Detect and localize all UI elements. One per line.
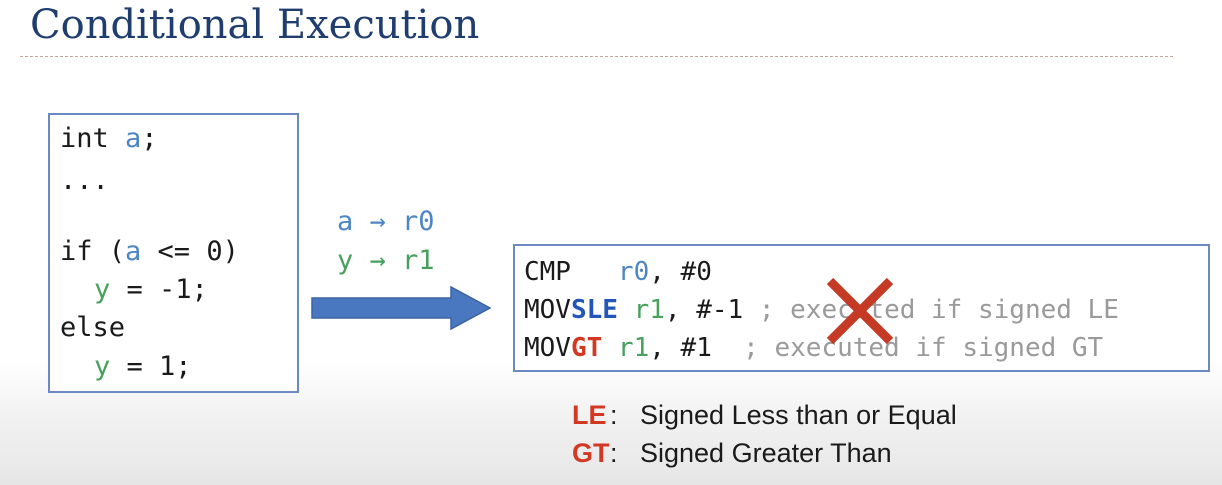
mapping-y-r1: y → r1 xyxy=(337,245,435,276)
code-line-else: else xyxy=(60,312,126,343)
code-token: = -1; xyxy=(110,274,208,305)
legend-le: LE: Signed Less than or Equal xyxy=(572,400,957,431)
code-token: int xyxy=(60,123,126,154)
code-token: <= 0) xyxy=(141,236,239,267)
code-line-assign-neg: y = -1; xyxy=(94,274,208,305)
asm-comment: ; executed if signed LE xyxy=(743,295,1119,325)
legend-abbr-le: LE xyxy=(572,400,607,430)
title-divider xyxy=(20,56,1173,57)
asm-register-r1: r1 xyxy=(602,333,650,363)
asm-operand: , #-1 xyxy=(664,295,744,325)
legend-gt: GT: Signed Greater Than xyxy=(572,438,892,469)
asm-opcode: CMP xyxy=(524,257,618,287)
legend-colon: : xyxy=(610,400,618,430)
code-line-ellipsis: ... xyxy=(60,165,109,196)
asm-opcode: MOV xyxy=(524,333,571,363)
asm-register-r0: r0 xyxy=(617,257,650,287)
right-arrow-icon xyxy=(311,285,492,331)
asm-opcode: MOV xyxy=(524,295,571,325)
code-token: ; xyxy=(141,123,158,154)
asm-operand: , #0 xyxy=(649,257,712,287)
code-var-a: a xyxy=(125,123,142,154)
code-line-if: if (a <= 0) xyxy=(60,236,239,267)
code-line-declaration: int a; xyxy=(60,123,158,154)
asm-line-movgt: MOVGT r1, #1 ; executed if signed GT xyxy=(524,333,1103,363)
asm-line-movsle: MOVSLE r1, #-1 ; executed if signed LE xyxy=(524,295,1119,325)
code-token: = 1; xyxy=(110,351,192,382)
asm-cond-sle: SLE xyxy=(570,295,618,325)
legend-desc-le: Signed Less than or Equal xyxy=(640,400,957,430)
code-var-y: y xyxy=(94,274,111,305)
asm-line-cmp: CMP r0, #0 xyxy=(524,257,712,287)
slide-title: Conditional Execution xyxy=(30,2,480,48)
cross-mark-icon xyxy=(826,277,894,345)
asm-comment: ; executed if signed GT xyxy=(711,333,1104,363)
code-line-assign-pos: y = 1; xyxy=(94,351,192,382)
code-var-a: a xyxy=(125,236,142,267)
mapping-a-r0: a → r0 xyxy=(337,206,435,237)
asm-operand: , #1 xyxy=(649,333,712,363)
legend-colon: : xyxy=(610,438,618,468)
assembly-box: CMP r0, #0 MOVSLE r1, #-1 ; executed if … xyxy=(513,244,1210,372)
c-code-box: int a; ... if (a <= 0) y = -1; else y = … xyxy=(48,113,299,393)
code-token: if ( xyxy=(60,236,126,267)
code-var-y: y xyxy=(94,351,111,382)
legend-abbr-gt: GT xyxy=(572,438,610,468)
legend-desc-gt: Signed Greater Than xyxy=(640,438,892,468)
asm-register-r1: r1 xyxy=(617,295,665,325)
asm-cond-gt: GT xyxy=(570,333,603,363)
